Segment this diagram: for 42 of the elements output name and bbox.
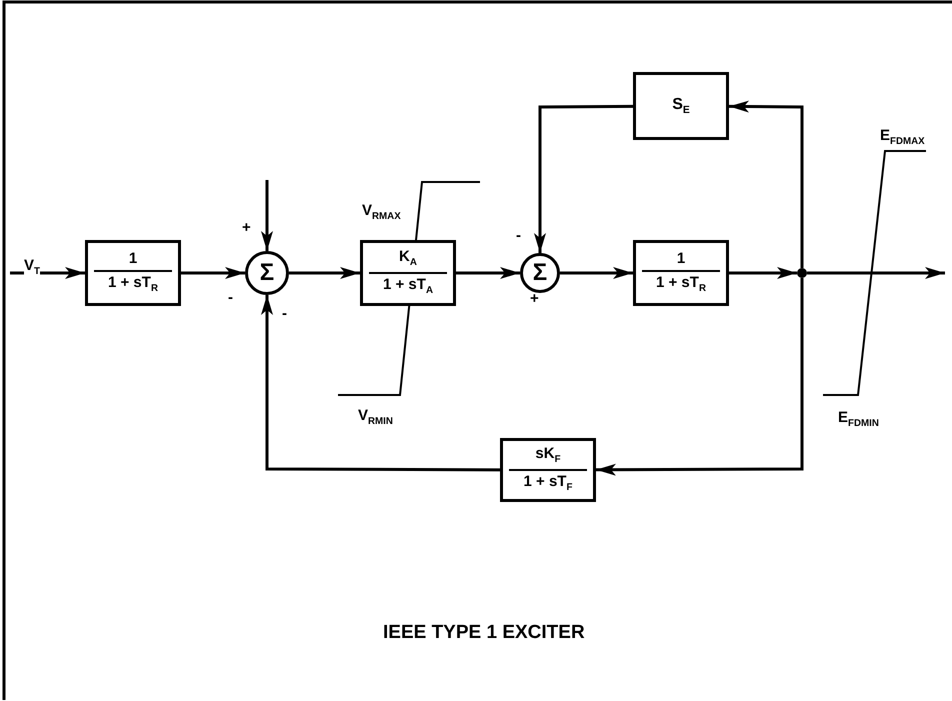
sign-label: - <box>228 290 233 305</box>
sigma-symbol: Σ <box>260 259 274 287</box>
sign-label: + <box>530 291 539 306</box>
limit-label: V$_{RMAX}$ <box>362 203 401 222</box>
signal-arrow <box>261 295 500 472</box>
sign-label: + <box>242 220 251 235</box>
numerator: 1 <box>94 250 172 272</box>
summing-junction <box>245 251 289 295</box>
signal-arrow <box>289 267 360 279</box>
numerator: sK$_{F}$ <box>509 446 587 471</box>
transfer-function-block <box>85 240 181 306</box>
numerator: 1 <box>642 250 720 272</box>
signal-arrow <box>728 100 804 268</box>
transfer-function-block <box>500 438 596 502</box>
signal-arrow <box>456 267 520 279</box>
sigma-symbol: Σ <box>532 259 548 287</box>
transfer-function-block <box>360 240 456 306</box>
signal-arrow <box>181 267 245 279</box>
sign-label: - <box>516 228 521 243</box>
signal-arrow <box>261 180 273 251</box>
denominator: 1 + sT$_{R}$ <box>656 273 706 296</box>
signal-label: V$_{T}$ <box>24 258 40 277</box>
block-label: S$_{E}$ <box>672 96 690 116</box>
signal-arrow <box>10 267 85 279</box>
denominator: 1 + sT$_{F}$ <box>524 472 572 494</box>
denominator: 1 + sT$_{R}$ <box>108 273 158 296</box>
signal-arrow <box>729 267 797 279</box>
numerator: K$_{A}$ <box>369 249 447 274</box>
limit-label: V$_{RMIN}$ <box>358 408 393 427</box>
limit-label: E$_{FDMAX}$ <box>880 128 925 147</box>
junction-dot <box>797 268 807 278</box>
limit-label: E$_{FDMIN}$ <box>838 410 879 429</box>
sign-label: - <box>282 306 287 321</box>
signal-arrow <box>807 267 945 279</box>
denominator: 1 + sT$_{A}$ <box>383 275 433 297</box>
signal-arrow <box>560 267 633 279</box>
transfer-function-block <box>633 72 729 140</box>
summing-junction <box>520 253 560 293</box>
signal-arrow <box>534 104 634 253</box>
diagram-caption: IEEE TYPE 1 EXCITER <box>383 622 585 644</box>
signal-arrow <box>596 278 804 476</box>
transfer-function-block <box>633 240 729 306</box>
